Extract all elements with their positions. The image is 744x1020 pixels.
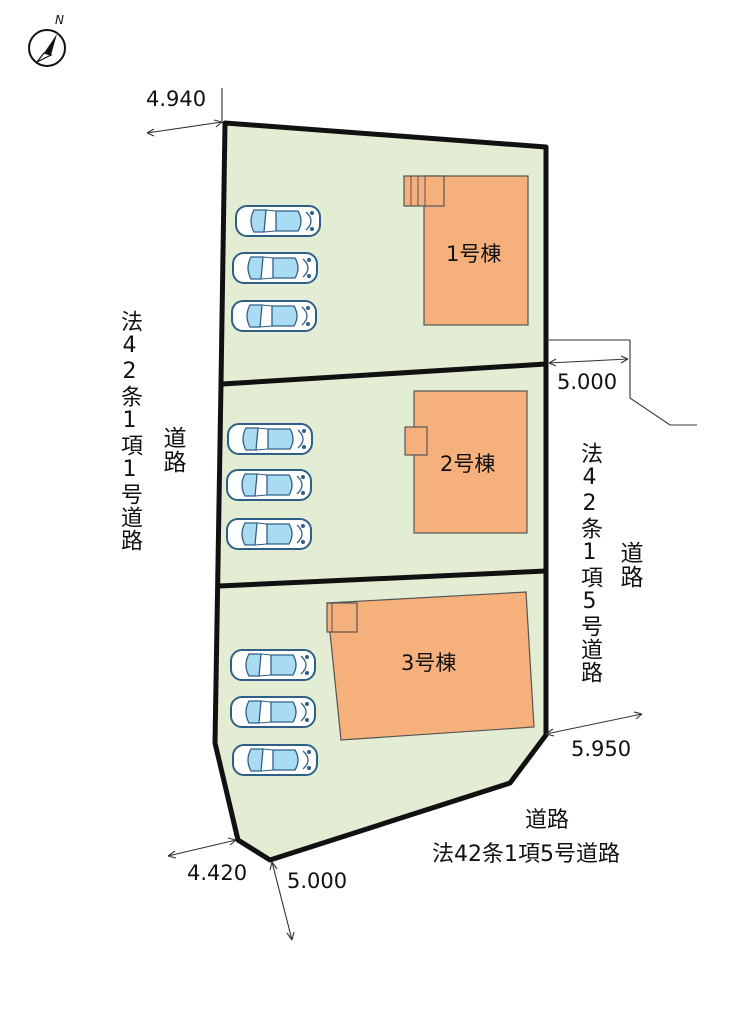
- road-west-classification: 法42条1項1号道路: [117, 310, 142, 552]
- parking-car-icon: [227, 423, 313, 455]
- lot-divider-2-3: [218, 568, 547, 589]
- dimension-lines: [146, 88, 697, 941]
- parking-car-icon: [231, 300, 317, 332]
- parking-car-icon: [226, 469, 312, 501]
- building-2-label: 2号棟: [440, 452, 496, 476]
- building-1-label: 1号棟: [446, 242, 502, 266]
- lot-divider-1-2: [221, 361, 547, 387]
- dimension-label-bottom-left: 4.420: [187, 861, 248, 885]
- road-east-classification: 法42条1項5号道路: [577, 442, 602, 684]
- parking-car-icon: [230, 649, 316, 681]
- building-2: [404, 390, 528, 534]
- north-label: N: [55, 13, 64, 27]
- building-1: [403, 175, 529, 326]
- road-south-classification: 法42条1項5号道路: [432, 842, 620, 867]
- north-arrow-icon: [28, 29, 66, 67]
- dimension-label-top-left: 4.940: [146, 87, 207, 111]
- road-east-label: 道路: [616, 541, 642, 589]
- parking-car-icon: [226, 518, 312, 550]
- parking-car-icon: [232, 744, 318, 776]
- dimension-label-right-lower: 5.950: [571, 737, 632, 761]
- parking-car-icon: [230, 696, 316, 728]
- dimension-label-right-upper: 5.000: [557, 370, 618, 394]
- road-west-label: 道路: [159, 426, 185, 474]
- parking-car-icon: [235, 205, 321, 237]
- parking-car-icon: [232, 252, 318, 284]
- building-3-label: 3号棟: [401, 651, 457, 675]
- dimension-label-bottom: 5.000: [287, 869, 348, 893]
- road-south-label: 道路: [525, 808, 570, 833]
- building-3: [326, 591, 535, 741]
